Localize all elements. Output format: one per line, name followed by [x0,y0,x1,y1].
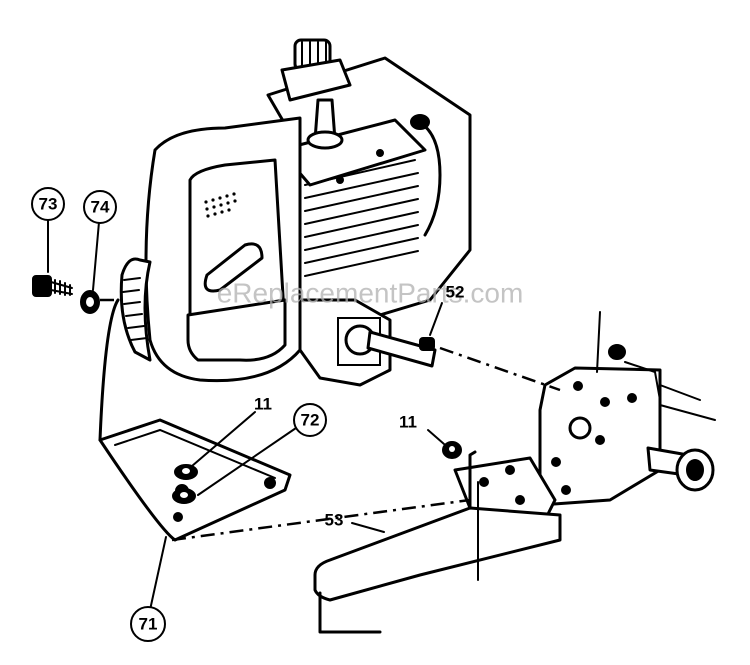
part-71-bracket [98,298,292,611]
engine-assembly [119,38,472,387]
right-mount-plate [419,311,716,522]
watermark-text: eReplacementParts.com [217,278,524,309]
recoil-cover [144,116,302,383]
part-73-bolt [32,275,73,297]
label-11-left: 11 [254,395,272,414]
leader-lines [47,217,445,533]
clutch-housing [298,298,437,387]
callout-73-label: 73 [39,195,58,214]
callout-71-label: 71 [139,615,158,634]
cylinder-fins [304,159,419,277]
part-11-nut-left [174,464,198,480]
callout-74: 74 [83,190,117,224]
recoil-wheel [119,257,152,362]
callout-72-label: 72 [301,411,320,430]
callout-74-label: 74 [91,198,110,217]
callout-73: 73 [31,187,65,221]
label-53: 53 [325,511,344,530]
part-72-washer [172,488,196,504]
callout-71: 71 [130,606,166,642]
part-74-washer [80,290,100,314]
alignment-lines [100,298,561,542]
label-11-right: 11 [399,413,417,432]
part-53-frame [313,450,562,634]
label-52: 52 [446,283,465,302]
fuel-cap [280,38,352,150]
callout-72: 72 [293,403,327,437]
